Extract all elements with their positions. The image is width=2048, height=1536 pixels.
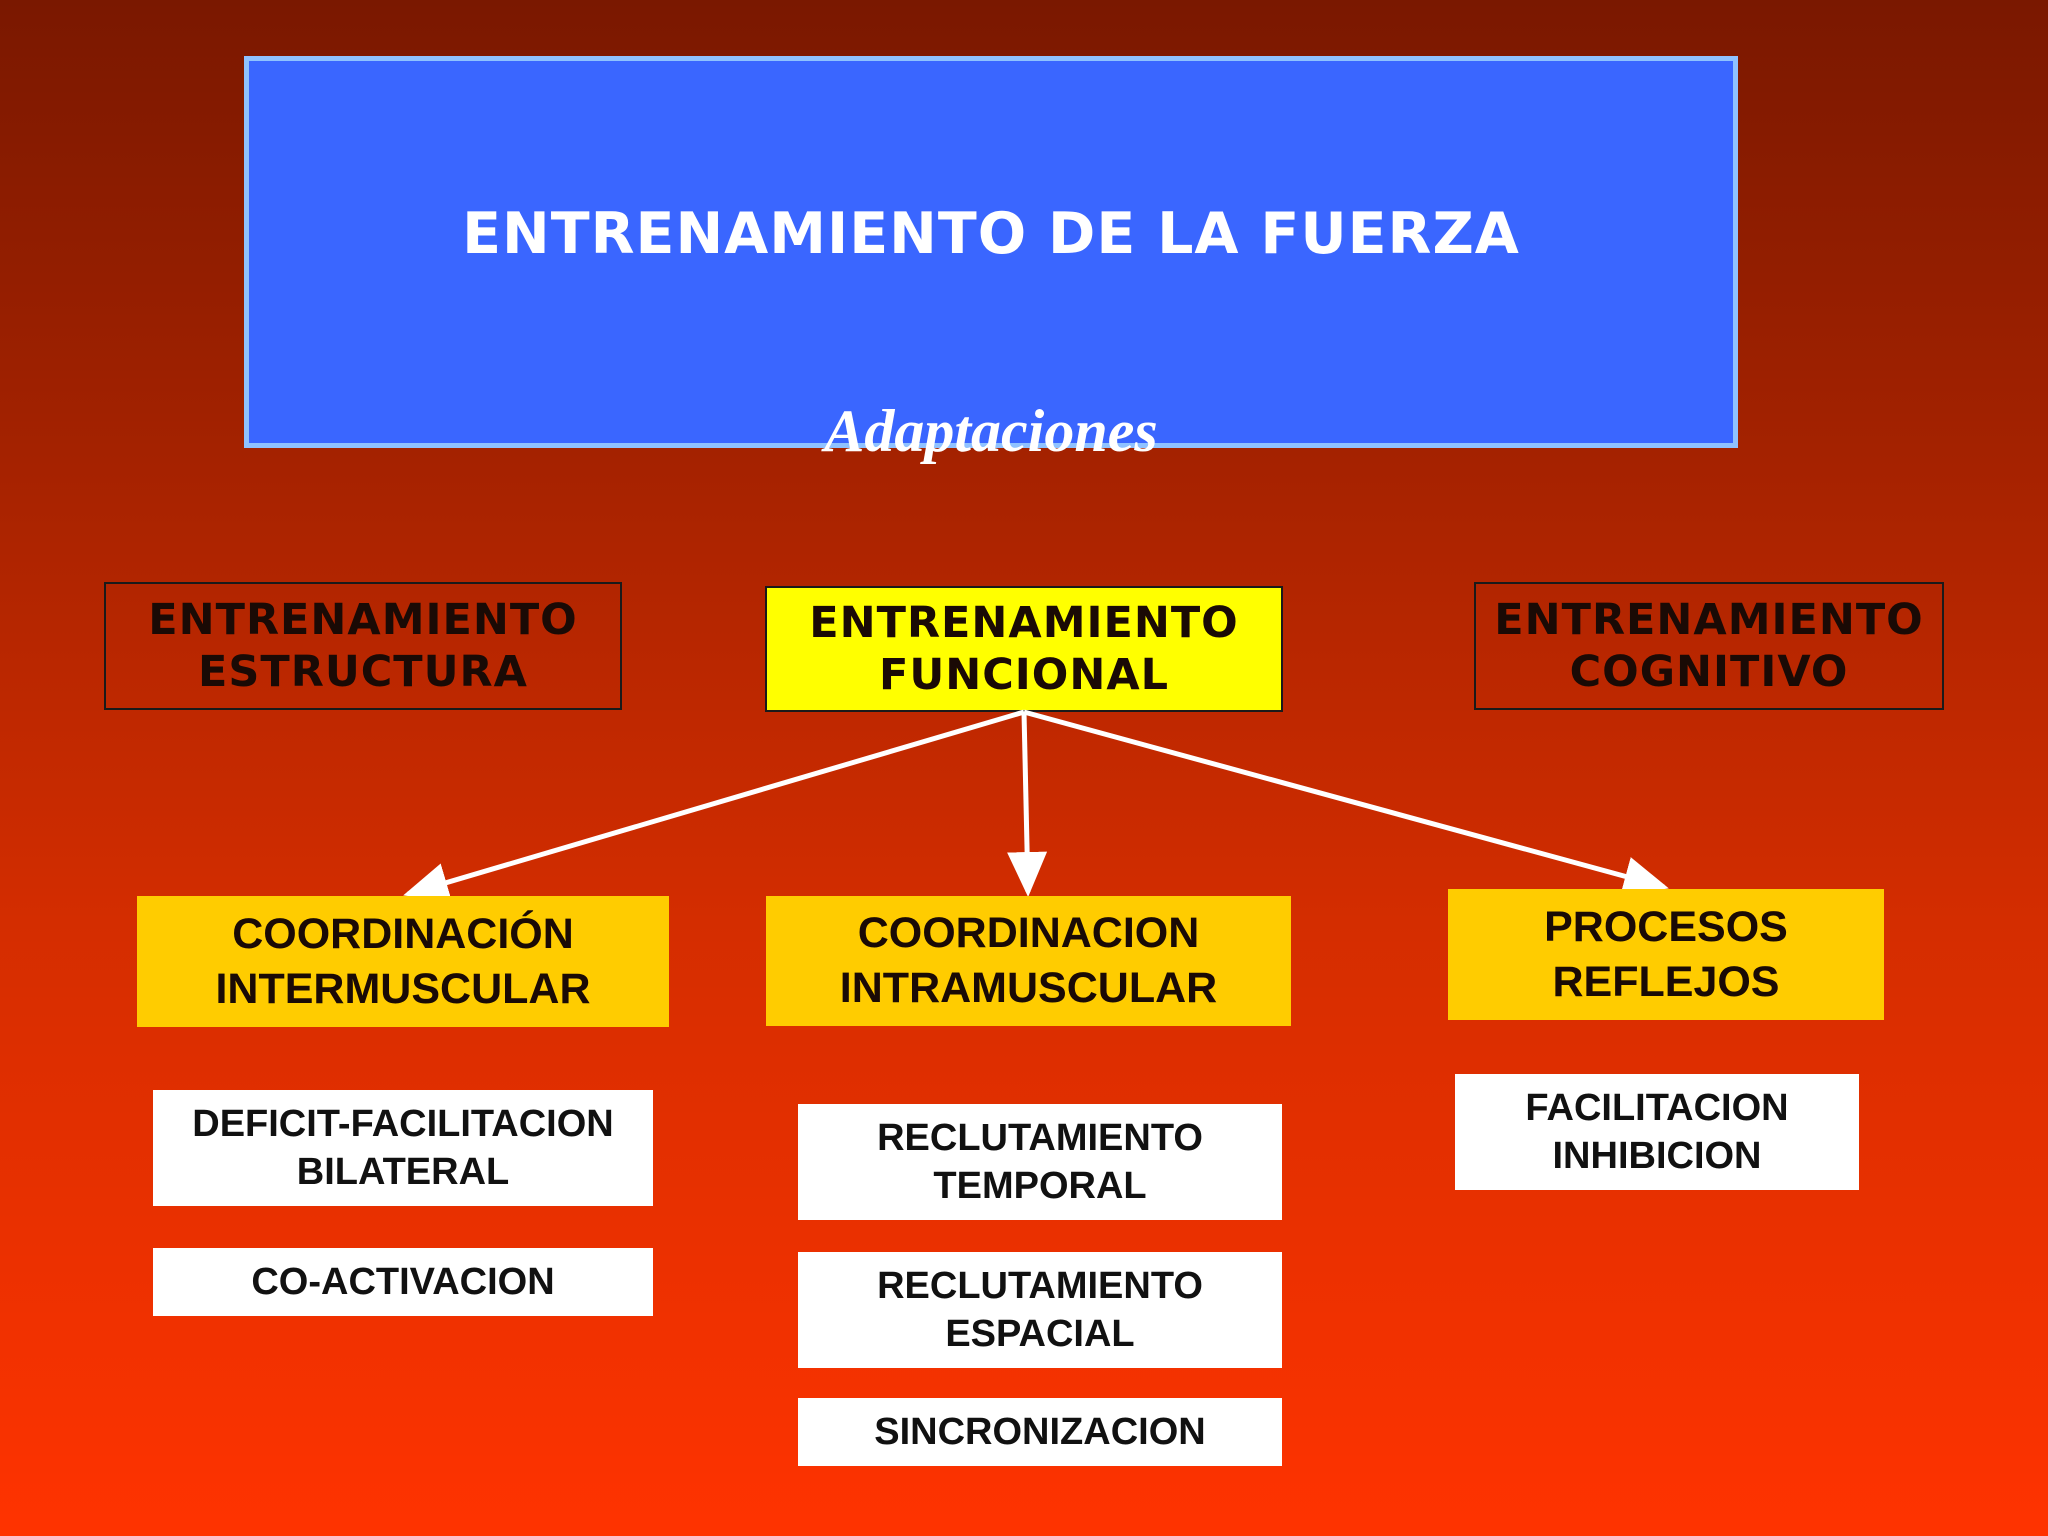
arrow-to-intermuscular [403,709,1025,902]
subcategory-label-line1: COORDINACIÓN [232,909,574,958]
leaf-label-line2: TEMPORAL [933,1165,1147,1207]
leaf-label-line2: INHIBICION [1552,1135,1762,1177]
leaf-label-line1: CO-ACTIVACION [251,1261,555,1303]
arrow-to-reflejos [1023,709,1669,896]
category-cognitivo: ENTRENAMIENTO COGNITIVO [1474,582,1944,710]
category-estructura: ENTRENAMIENTO ESTRUCTURA [104,582,622,710]
category-label-line2: ESTRUCTURA [198,647,528,697]
page-subtitle: Adaptaciones [824,398,1158,464]
leaf-label-line1: DEFICIT-FACILITACION [192,1103,614,1145]
category-label-line2: FUNCIONAL [878,650,1170,700]
leaf-reclutamiento-espacial: RECLUTAMIENTO ESPACIAL [798,1252,1282,1368]
leaf-co-activacion: CO-ACTIVACION [153,1248,653,1316]
leaf-reclutamiento-temporal: RECLUTAMIENTO TEMPORAL [798,1104,1282,1220]
subcategory-label-line1: PROCESOS [1544,902,1788,951]
subcategory-intramuscular: COORDINACION INTRAMUSCULAR [766,896,1291,1026]
subcategory-label-line2: REFLEJOS [1552,957,1780,1006]
subcategory-label-line2: INTRAMUSCULAR [839,964,1218,1012]
title-banner: ENTRENAMIENTO DE LA FUERZA Adaptaciones [244,56,1738,464]
category-label-line1: ENTRENAMIENTO [148,595,578,645]
leaf-label-line1: RECLUTAMIENTO [877,1265,1203,1307]
subcategory-reflejos: PROCESOS REFLEJOS [1448,889,1884,1020]
page-title: ENTRENAMIENTO DE LA FUERZA [462,201,1520,267]
category-label-line1: ENTRENAMIENTO [809,598,1239,648]
leaf-sincronizacion: SINCRONIZACION [798,1398,1282,1466]
subcategory-label-line1: COORDINACION [857,909,1200,957]
leaf-deficit-facilitacion: DEFICIT-FACILITACION BILATERAL [153,1090,653,1206]
category-label-line1: ENTRENAMIENTO [1494,595,1924,645]
arrow-to-intramuscular [1007,711,1048,897]
leaf-label-line2: ESPACIAL [945,1313,1135,1355]
category-label-line2: COGNITIVO [1569,647,1849,697]
leaf-label-line1: RECLUTAMIENTO [877,1117,1203,1159]
leaf-label-line1: SINCRONIZACION [874,1411,1206,1453]
subcategory-label-line2: INTERMUSCULAR [215,964,591,1013]
leaf-label-line1: FACILITACION [1525,1087,1789,1129]
leaf-label-line2: BILATERAL [296,1151,510,1193]
category-funcional: ENTRENAMIENTO FUNCIONAL [765,586,1283,712]
leaf-facilitacion-inhibicion: FACILITACION INHIBICION [1455,1074,1859,1190]
subcategory-intermuscular: COORDINACIÓN INTERMUSCULAR [137,896,669,1027]
